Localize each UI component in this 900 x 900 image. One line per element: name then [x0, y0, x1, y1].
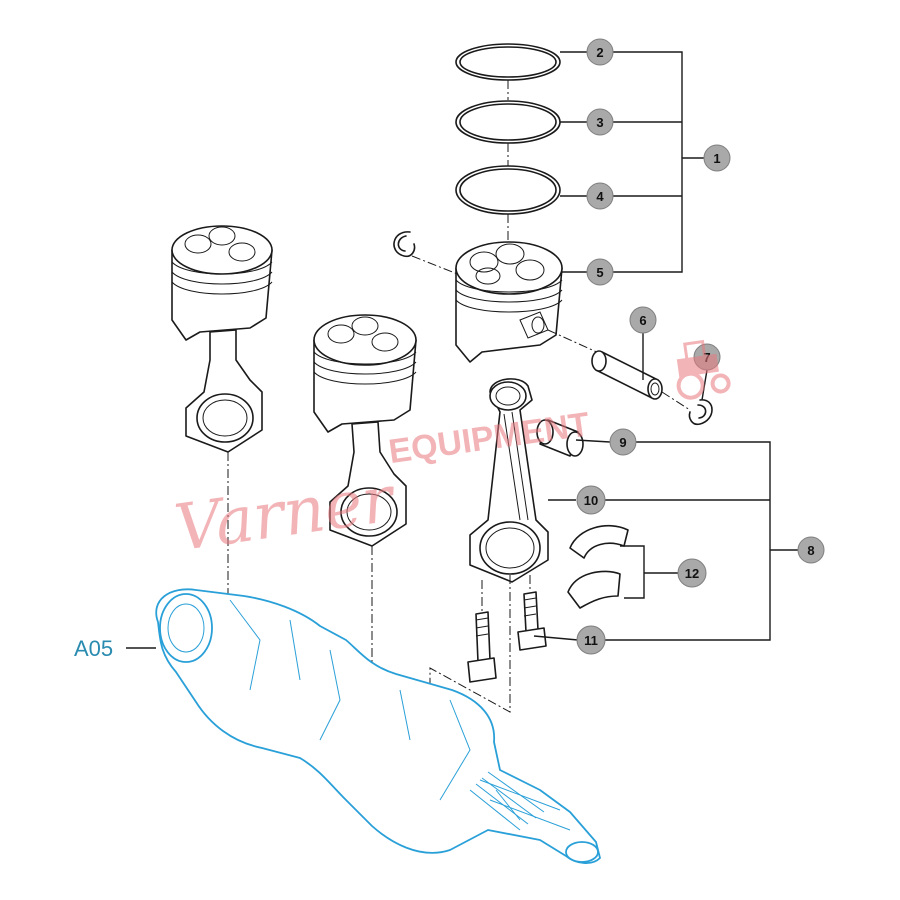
svg-text:12: 12	[685, 566, 699, 581]
piston-rod-assembly-left	[171, 225, 273, 453]
svg-text:8: 8	[807, 543, 814, 558]
connecting-rod-bolt-right	[517, 591, 547, 651]
svg-text:6: 6	[639, 313, 646, 328]
callout-4: 4	[586, 182, 614, 210]
callout-8: 8	[797, 536, 825, 564]
svg-text:11: 11	[584, 633, 598, 648]
leader-lines	[533, 51, 798, 641]
svg-text:10: 10	[584, 493, 598, 508]
crankshaft	[155, 588, 601, 864]
callout-1: 1	[703, 144, 731, 172]
callout-10: 10	[576, 485, 606, 515]
circlip-left	[393, 231, 416, 258]
watermark-block-text: EQUIPMENT	[386, 405, 592, 471]
callout-11: 11	[576, 625, 606, 655]
bearing-shell-lower	[567, 570, 621, 609]
callout-12: 12	[677, 558, 707, 588]
svg-text:5: 5	[596, 265, 603, 280]
assembly-label: A05	[74, 636, 113, 661]
small-end-bushing	[536, 419, 584, 457]
svg-text:3: 3	[596, 115, 603, 130]
svg-text:9: 9	[619, 435, 626, 450]
piston-ring-middle	[455, 100, 561, 144]
connecting-rod-exploded	[469, 378, 549, 583]
piston-exploded	[455, 241, 563, 363]
callout-5: 5	[586, 258, 614, 286]
piston-rod-assembly-middle	[313, 314, 417, 547]
watermark-script-text: Varner	[170, 462, 400, 566]
svg-text:2: 2	[596, 45, 603, 60]
callout-6: 6	[629, 306, 657, 334]
piston-ring-top	[455, 43, 561, 81]
tractor-icon	[676, 339, 731, 400]
callout-3: 3	[586, 108, 614, 136]
svg-text:1: 1	[713, 151, 720, 166]
bearing-shell-upper	[569, 524, 629, 559]
piston-ring-oil	[455, 165, 561, 215]
circlip-right	[688, 399, 713, 426]
connecting-rod-bolt-left	[467, 611, 497, 683]
watermark: Varner EQUIPMENT	[170, 339, 731, 566]
svg-text:4: 4	[596, 189, 604, 204]
callout-9: 9	[609, 428, 637, 456]
piston-pin	[591, 350, 663, 400]
callout-2: 2	[586, 38, 614, 66]
